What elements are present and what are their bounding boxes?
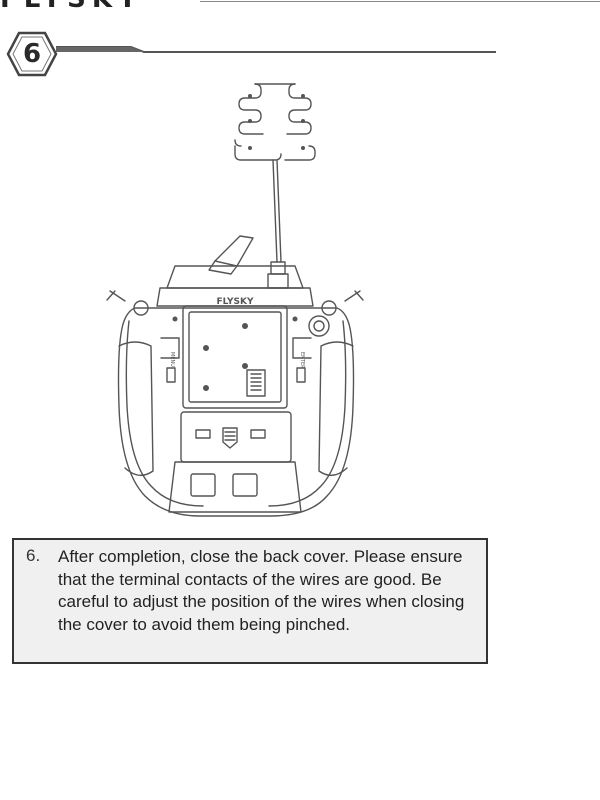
brand-logo: FLYSKY [0,0,143,14]
hexagon-badge-icon [6,31,58,77]
instruction-number: 6. [26,546,41,565]
figure-left-label: MENU [169,352,175,367]
transmitter-drawing: FLYSKY MENU ENTER [106,83,364,517]
step-divider [56,46,496,53]
figure-brand-label: FLYSKY [217,297,254,307]
instruction-box: 6. After completion, close the back cove… [12,538,488,664]
figure-right-label: ENTER [299,352,305,369]
brand-strip: FLYSKY [0,0,600,14]
transmitter-illustration: FLYSKY MENU ENTER [105,76,365,526]
step-header: 6 [6,30,496,78]
step-number: 6 [22,39,42,69]
header-rule [200,1,600,2]
instruction-text: After completion, close the back cover. … [58,547,465,634]
